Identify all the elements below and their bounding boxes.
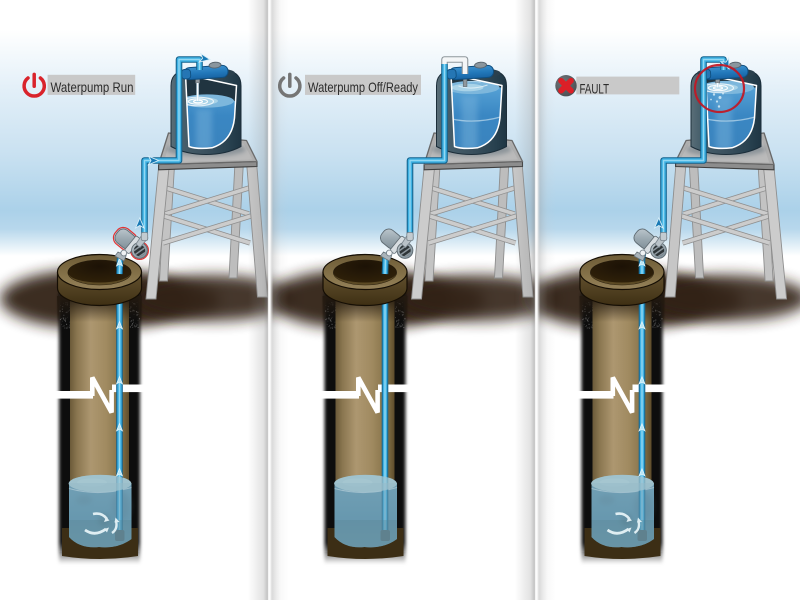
svg-text:Waterpump Run: Waterpump Run xyxy=(51,79,134,95)
svg-text:FAULT: FAULT xyxy=(580,82,610,97)
svg-text:Waterpump Off/Ready: Waterpump Off/Ready xyxy=(308,79,418,95)
